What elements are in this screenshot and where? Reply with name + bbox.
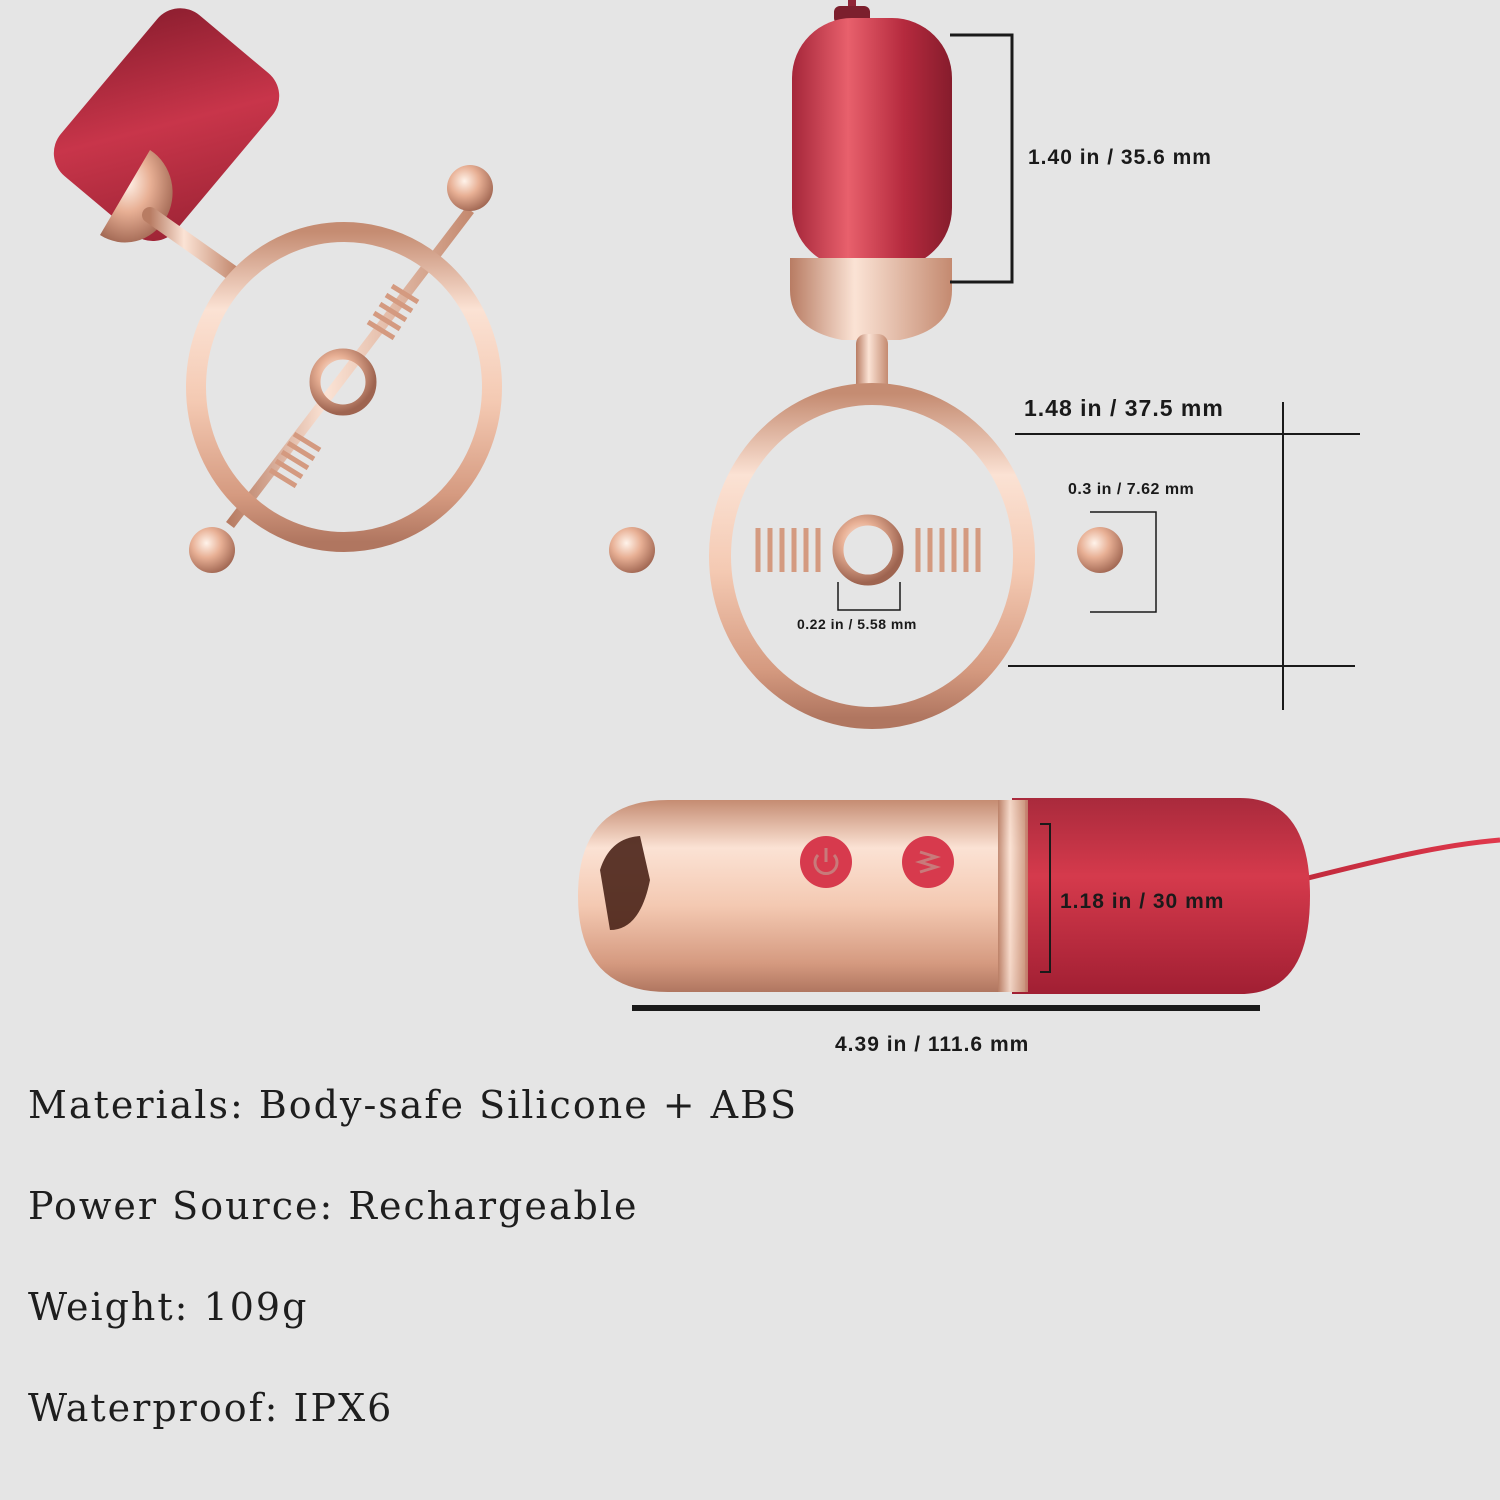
spec-materials: MaterialsBody-safe Silicone + ABS [28,1083,798,1127]
gold-collar [790,258,952,340]
height-bracket [950,33,1014,284]
clamp-ring [186,222,502,552]
bullet-diameter-label: 1.18 in / 30 mm [1060,890,1225,913]
front-clamp-view [609,0,1123,729]
bullet-cap [1012,798,1310,994]
silicone-sleeve [53,8,280,242]
spec-key: Weight [28,1285,204,1329]
center-ring [309,348,377,416]
spec-value: Body-safe Silicone + ABS [258,1083,799,1127]
power-icon [813,848,839,875]
clamp-width-label: 1.48 in / 37.5 mm [1024,395,1224,421]
spec-key: Waterproof [28,1386,294,1430]
gap-bracket [1090,511,1157,613]
screw-knob [189,527,235,573]
spec-value: IPX6 [293,1386,394,1430]
screw-knob [447,165,493,211]
wave-icon [914,850,942,874]
measurement-guides [632,33,1360,1011]
screw-knob [1077,527,1123,573]
diameter-bracket [1040,823,1051,973]
bullet-height-label: 1.40 in / 35.6 mm [1028,146,1212,169]
spec-weight: Weight109g [28,1285,308,1329]
bullet-length-label: 4.39 in / 111.6 mm [835,1033,1030,1056]
spec-value: 109g [203,1285,309,1329]
angled-clamp-view [53,8,502,573]
bullet-side-view [578,798,1500,994]
spec-waterproof: WaterproofIPX6 [28,1386,393,1430]
screw-knob [609,527,655,573]
opening-bracket [837,582,901,611]
spec-power-source: Power SourceRechargeable [28,1184,639,1228]
spec-value: Rechargeable [348,1184,639,1228]
mode-button[interactable] [902,836,954,888]
clamp-ring [709,383,1035,729]
center-ring [832,514,904,586]
screw-gap-label: 0.3 in / 7.62 mm [1068,481,1195,498]
spec-key: Power Source [28,1184,348,1228]
center-opening-label: 0.22 in / 5.58 mm [797,616,917,632]
cord [1299,837,1500,883]
spec-key: Materials [28,1083,259,1127]
bullet-cap [792,18,952,268]
